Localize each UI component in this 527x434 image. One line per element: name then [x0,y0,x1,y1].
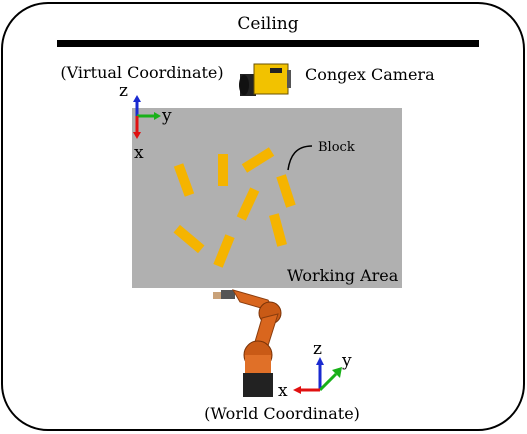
virtual-axis-y-label: y [161,106,172,126]
world-axis-x-label: x [278,381,288,401]
world-axes-icon [293,357,342,394]
virtual-axes-icon [133,95,161,139]
ceiling-bar [57,40,479,47]
ceiling-label: Ceiling [237,14,298,34]
block [218,154,228,186]
robot-arm-icon [213,289,282,397]
block [173,224,205,254]
block [276,174,296,208]
world-axis-y-label: y [341,351,352,371]
block [269,213,287,247]
camera-icon [239,63,291,96]
working-area [132,108,402,288]
block-callout-line [287,145,313,171]
blocks-group [173,147,296,268]
virtual-axis-x-label: x [134,143,144,163]
world-coordinate-label: (World Coordinate) [204,404,360,423]
world-axis-z-label: z [313,339,322,359]
virtual-axis-z-label: z [119,81,128,101]
block [213,234,235,268]
virtual-coordinate-label: (Virtual Coordinate) [60,63,223,82]
camera-label: Congex Camera [305,65,435,84]
block [236,187,260,221]
working-area-label: Working Area [287,266,399,285]
block [241,147,275,173]
block-label: Block [318,140,355,155]
block [173,163,195,197]
